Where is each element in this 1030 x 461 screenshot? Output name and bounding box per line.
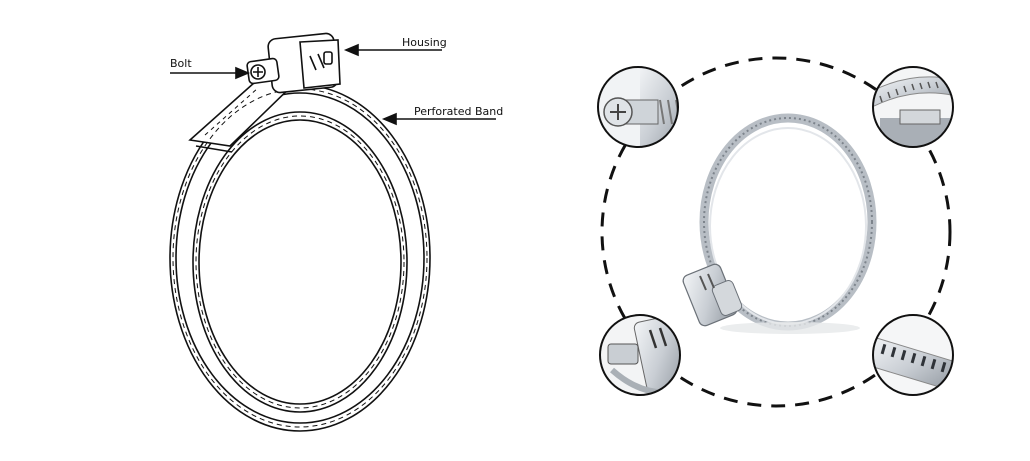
band-perforations	[172, 87, 428, 428]
housing-drawing	[267, 32, 341, 94]
band-arrowhead	[381, 112, 397, 126]
closeup-bolt	[597, 66, 679, 148]
leader-lines	[170, 43, 496, 126]
bolt-drawing	[246, 57, 280, 85]
bolt-arrowhead	[235, 66, 251, 80]
closeup-housing	[599, 314, 681, 396]
bolt-label: Bolt	[170, 57, 192, 70]
closeup-band-perforation	[872, 314, 954, 396]
closeup-band-housing	[872, 66, 954, 148]
perforated-band-label: Perforated Band	[414, 105, 504, 118]
dashed-ring	[600, 56, 952, 408]
housing-arrowhead	[343, 43, 359, 57]
housing-label: Housing	[402, 36, 447, 49]
clamp-band-outline	[169, 77, 431, 432]
clamp-photo	[682, 113, 877, 334]
